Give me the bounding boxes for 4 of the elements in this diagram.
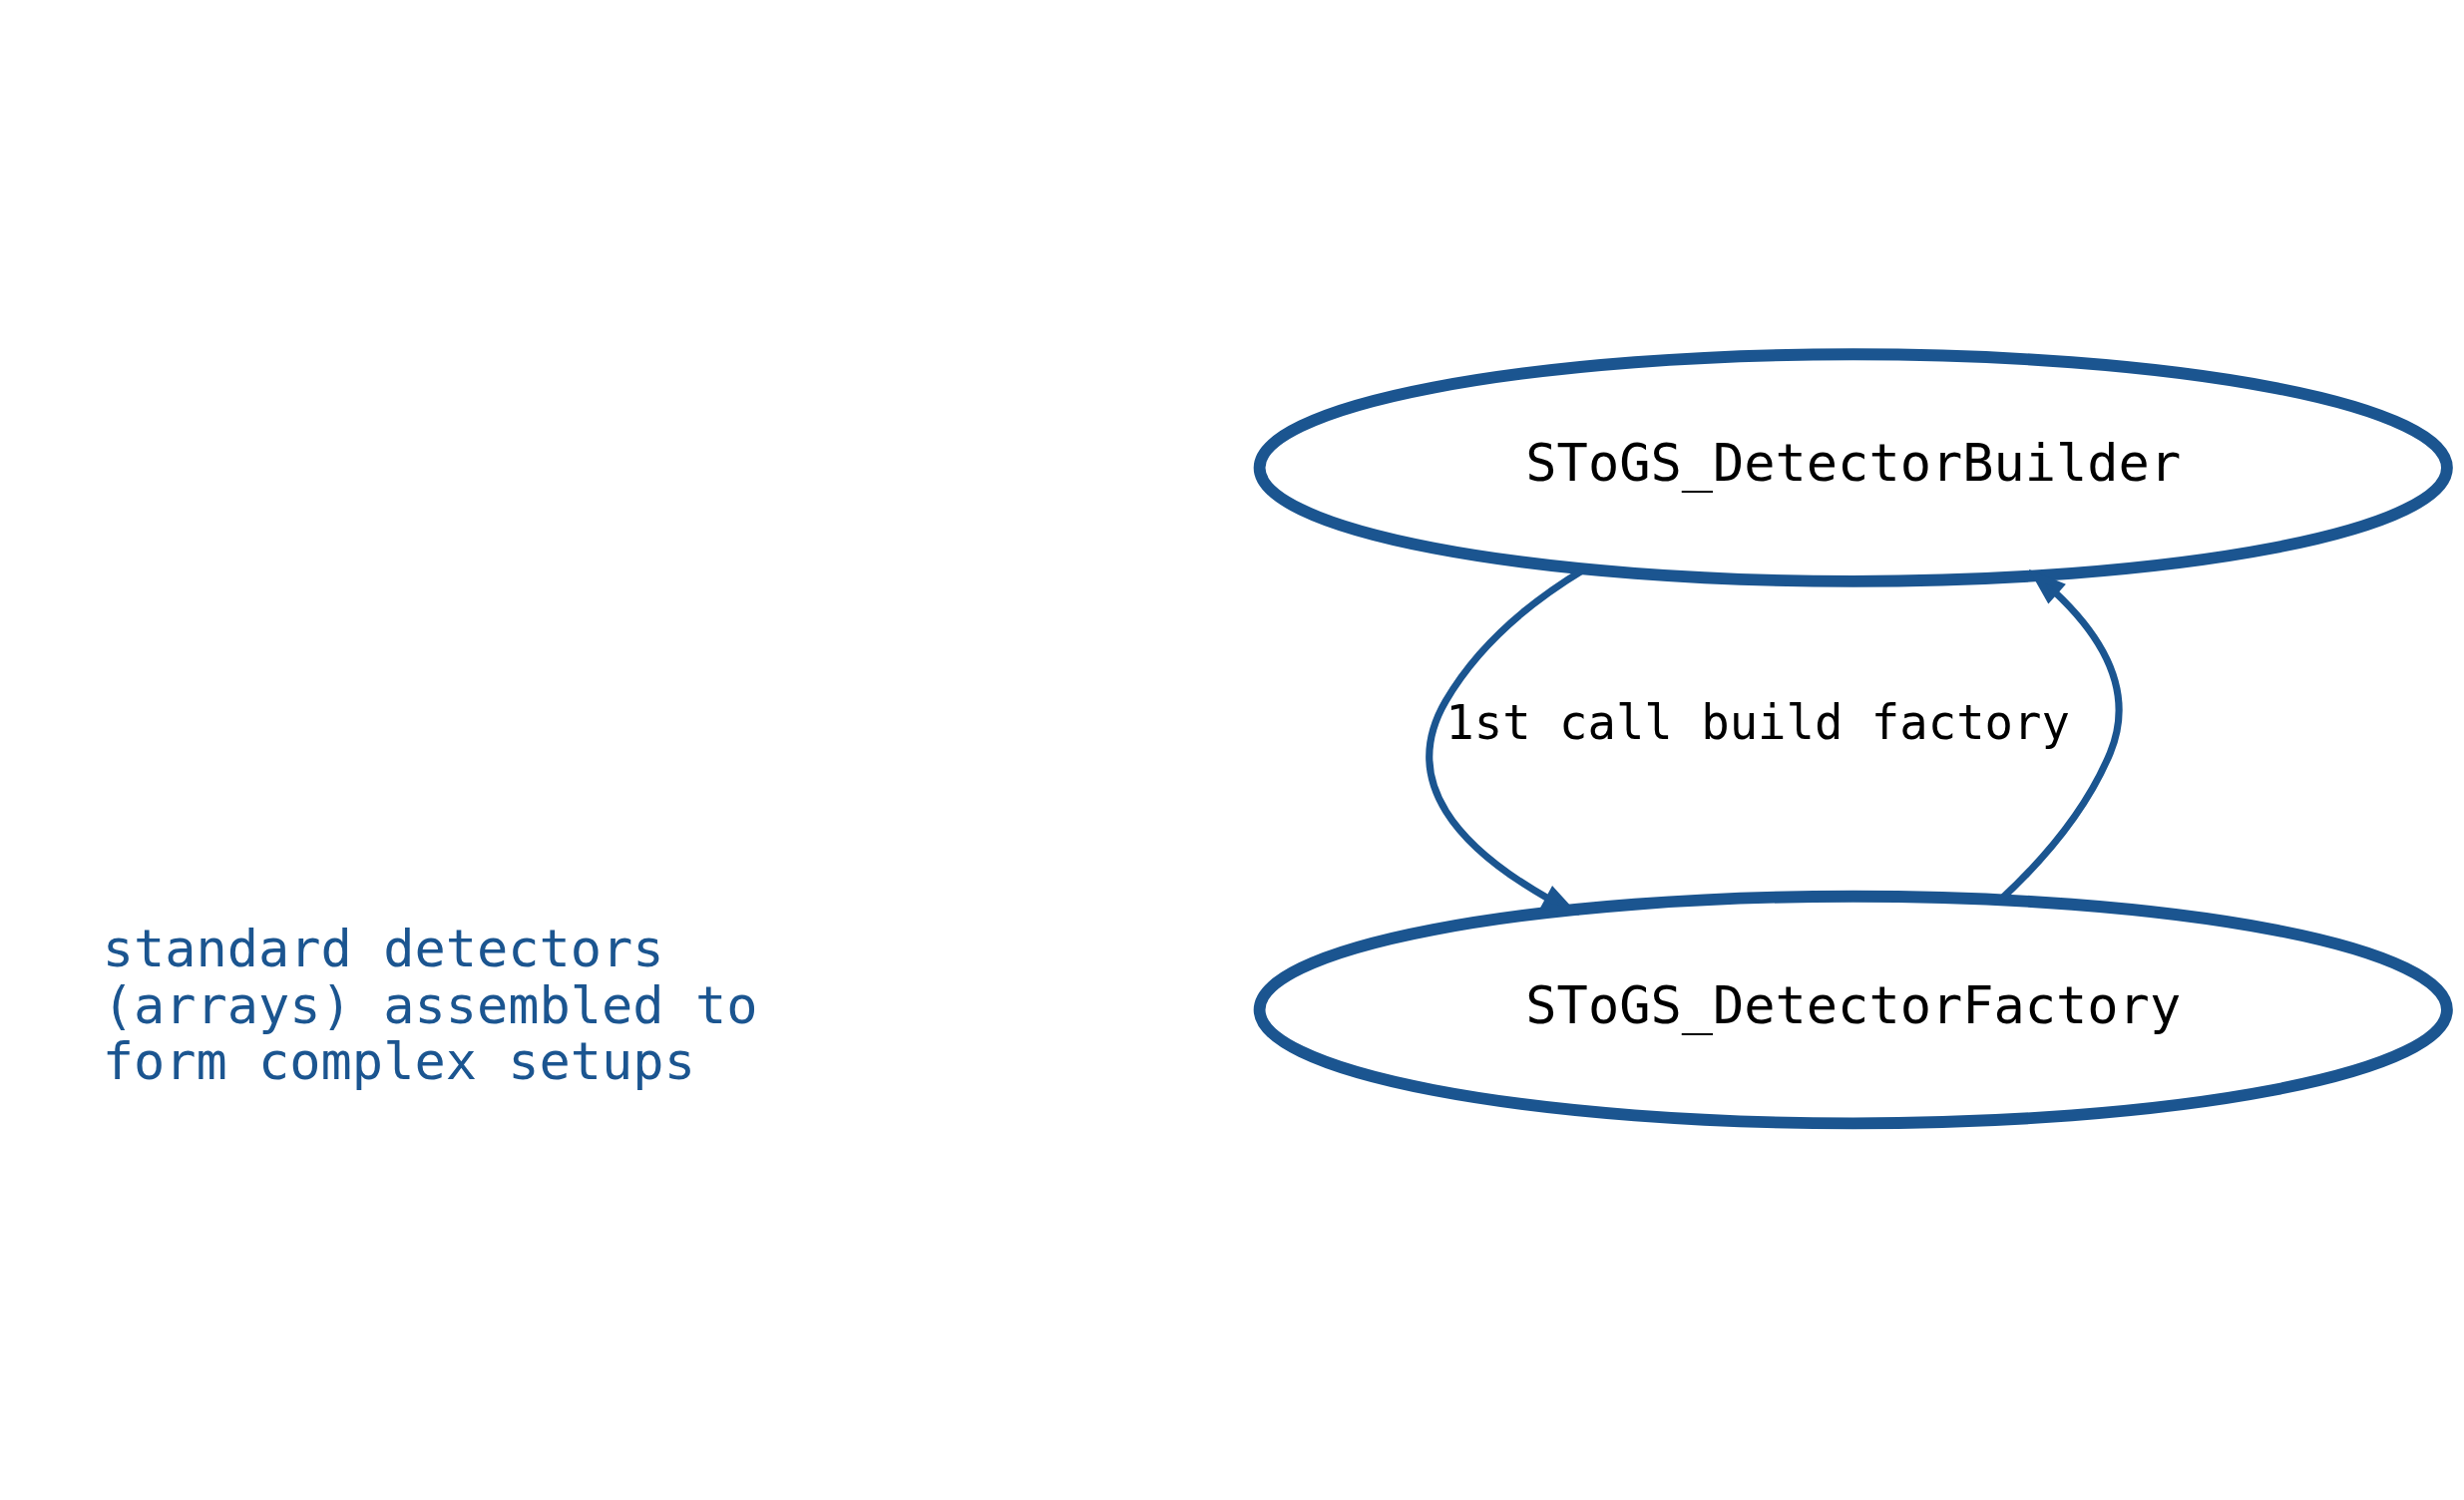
label: standard detectors (arrays) assembled to form complex setups bbox=[102, 918, 758, 1091]
node-ellipse: SToGS_DetectorBuilder bbox=[1253, 347, 2453, 587]
node-ellipse: SToGS_DetectorFactory bbox=[1253, 890, 2453, 1129]
edge-label: 1st call build factory bbox=[1445, 694, 2070, 750]
